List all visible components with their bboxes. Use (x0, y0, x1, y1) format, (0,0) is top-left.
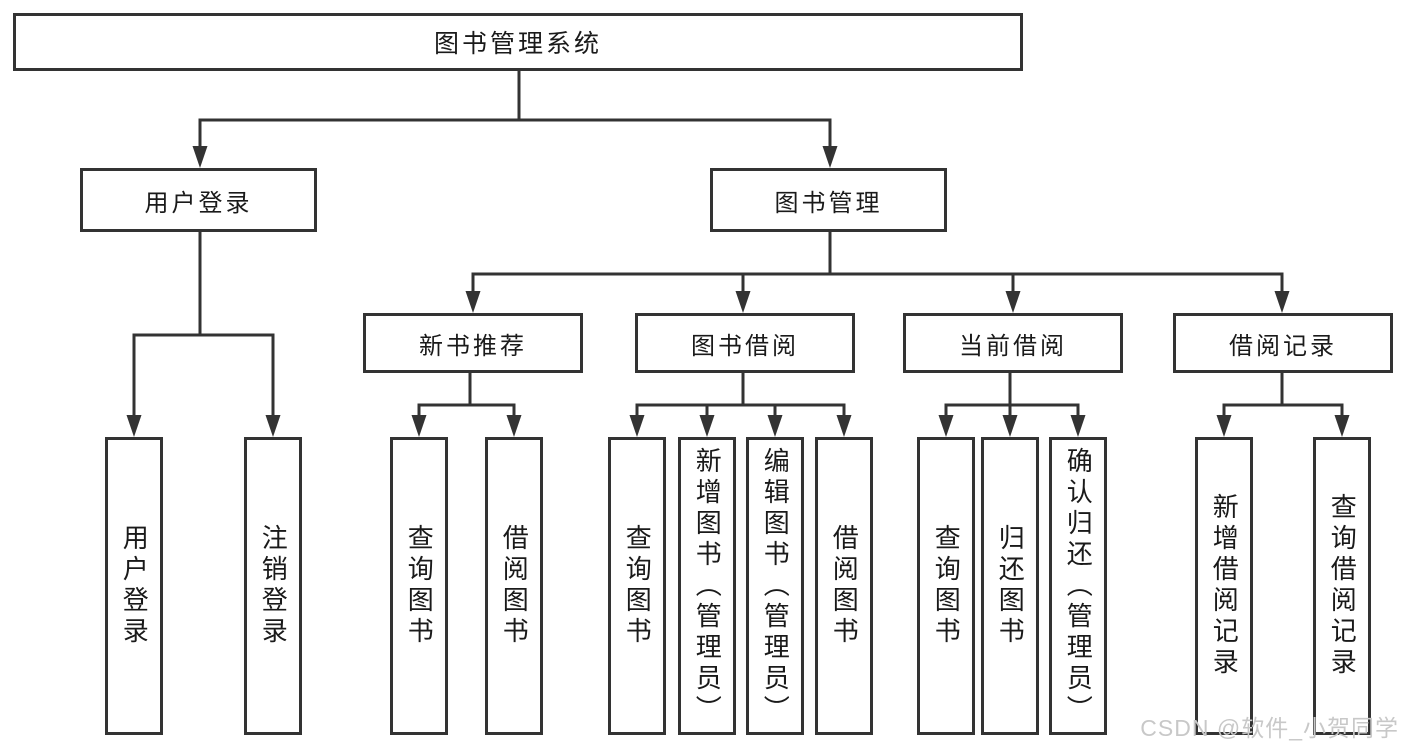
arrowhead (629, 415, 645, 437)
leaf-confirm-return-admin: 确认归还（管理员） (1049, 437, 1107, 735)
connector-level2 (198, 118, 832, 148)
arrowhead (465, 291, 481, 313)
node-label: 新增借阅记录 (1209, 493, 1240, 679)
node-label: 借阅图书 (499, 524, 530, 648)
node-label: 新书推荐 (419, 332, 527, 360)
arrowhead (1070, 415, 1086, 437)
connector-borrow-record-children (1222, 403, 1344, 417)
leaf-borrow-books: 借阅图书 (815, 437, 873, 735)
leaf-query-books: 查询图书 (608, 437, 666, 735)
node-label: 用户登录 (119, 524, 150, 648)
connector-level3 (471, 272, 1284, 293)
connector-new-book-children (417, 403, 516, 417)
node-label: 用户登录 (144, 189, 253, 217)
leaf-add-borrow-record: 新增借阅记录 (1195, 437, 1253, 735)
node-label: 查询图书 (622, 524, 653, 648)
arrowhead (506, 415, 522, 437)
leaf-query-books: 查询图书 (390, 437, 448, 735)
csdn-watermark: CSDN @软件_小贺同学 (1140, 715, 1399, 741)
arrowhead (411, 415, 427, 437)
leaf-logout: 注销登录 (244, 437, 302, 735)
leaf-query-borrow-record: 查询借阅记录 (1313, 437, 1371, 735)
node-label: 当前借阅 (959, 332, 1067, 360)
node-label: 编辑图书（管理员） (760, 446, 791, 726)
node-label: 借阅图书 (829, 524, 860, 648)
node-current-borrowing: 当前借阅 (903, 313, 1123, 373)
connector-user-login-children (132, 333, 275, 417)
arrowhead (192, 146, 208, 168)
leaf-borrow-books: 借阅图书 (485, 437, 543, 735)
arrowhead (699, 415, 715, 437)
leaf-user-login: 用户登录 (105, 437, 163, 735)
connector-level3-stubs (468, 372, 1284, 407)
node-label: 查询借阅记录 (1327, 493, 1358, 679)
node-label: 新增图书（管理员） (692, 446, 723, 726)
node-book-management: 图书管理 (710, 168, 947, 232)
node-borrowing-records: 借阅记录 (1173, 313, 1393, 373)
leaf-add-books-admin: 新增图书（管理员） (678, 437, 736, 735)
arrowhead (1216, 415, 1232, 437)
leaf-query-books: 查询图书 (917, 437, 975, 735)
node-label: 图书管理 (774, 189, 883, 217)
arrowhead (767, 415, 783, 437)
arrowhead (126, 415, 142, 437)
connector-current-borrow-children (944, 372, 1080, 417)
arrowhead (1334, 415, 1350, 437)
arrowhead (1274, 291, 1290, 313)
node-label: 图书借阅 (691, 332, 799, 360)
arrowhead (1002, 415, 1018, 437)
arrowhead (735, 291, 751, 313)
node-label: 借阅记录 (1229, 332, 1337, 360)
arrowhead (836, 415, 852, 437)
arrowhead (822, 146, 838, 168)
node-label: 确认归还（管理员） (1063, 446, 1094, 726)
node-label: 查询图书 (404, 524, 435, 648)
arrowhead (938, 415, 954, 437)
connector-book-borrow-children (635, 403, 846, 417)
node-new-book-recommendation: 新书推荐 (363, 313, 583, 373)
node-label: 注销登录 (258, 524, 289, 648)
node-user-login: 用户登录 (80, 168, 317, 232)
node-label: 图书管理系统 (433, 30, 602, 58)
node-book-borrowing: 图书借阅 (635, 313, 855, 373)
arrowhead (265, 415, 281, 437)
node-label: 查询图书 (931, 524, 962, 648)
node-label: 归还图书 (995, 524, 1026, 648)
leaf-edit-books-admin: 编辑图书（管理员） (746, 437, 804, 735)
node-library-management-system: 图书管理系统 (13, 13, 1023, 71)
arrowhead (1005, 291, 1021, 313)
leaf-return-books: 归还图书 (981, 437, 1039, 735)
